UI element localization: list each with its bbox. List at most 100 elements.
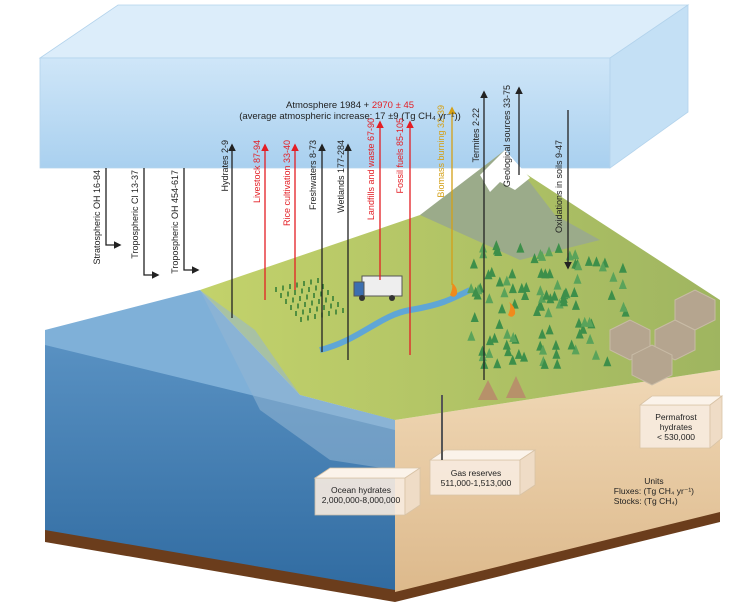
tree-icon	[540, 358, 549, 369]
tree-icon	[570, 286, 579, 297]
flux-label: Oxidations in soils 9-47	[554, 140, 564, 233]
atmosphere-increase-value: 2970 ± 45	[371, 100, 415, 111]
tree-icon	[478, 351, 487, 362]
units-stocks: Stocks: (Tg CH₄)	[613, 496, 678, 506]
tree-icon	[552, 348, 561, 359]
permafrost-line2: hydrates	[659, 422, 693, 432]
tree-icon	[504, 346, 513, 357]
tree-icon	[571, 299, 580, 310]
flux-label: Stratospheric OH 16-84	[92, 170, 102, 265]
tree-icon	[536, 299, 545, 310]
flux-label: Termites 2-22	[471, 108, 481, 163]
tree-icon	[544, 307, 553, 318]
tree-icon	[551, 339, 560, 350]
atmosphere-line2: (average atmospheric increase: 17 ±9 (Tg…	[239, 111, 461, 122]
flux-label: Tropospheric Cl 13-37	[130, 170, 140, 259]
tree-icon	[486, 335, 495, 346]
tree-icon	[571, 344, 580, 355]
flux-label: Livestock 87-94	[252, 140, 262, 203]
tree-icon	[469, 258, 478, 269]
tree-icon	[580, 316, 589, 327]
ocean-hydrates-label: Ocean hydrates 2,000,000-8,000,000	[318, 485, 404, 505]
tree-icon	[567, 339, 576, 350]
tree-icon	[607, 289, 616, 300]
tree-icon	[609, 271, 618, 282]
gas-reserves-value: 511,000-1,513,000	[440, 478, 512, 488]
tree-icon	[603, 356, 612, 367]
fire-icon	[450, 282, 516, 317]
tree-icon	[470, 312, 479, 323]
flux-label: Hydrates 2-9	[220, 140, 230, 192]
tree-icon	[508, 283, 517, 294]
tree-icon	[485, 347, 494, 358]
flux-label: Landfills and waste 67-90	[366, 118, 376, 220]
truck-icon	[353, 275, 403, 301]
tree-icon	[579, 323, 588, 334]
atmosphere-line1-prefix: Atmosphere 1984 +	[285, 100, 372, 111]
atmosphere-title: Atmosphere 1984 + 2970 ± 45 (average atm…	[180, 100, 520, 122]
flux-label: Tropospheric OH 454-617	[170, 170, 180, 274]
tree-icon	[479, 242, 488, 253]
tree-icon	[586, 333, 595, 344]
ocean-hydrates-box	[313, 467, 422, 516]
atmosphere-box	[38, 4, 690, 169]
tree-icon	[490, 332, 499, 343]
tree-icon	[520, 351, 529, 362]
gas-reserves-title: Gas reserves	[450, 468, 502, 478]
tree-icon	[516, 242, 525, 253]
tree-icon	[598, 261, 607, 272]
gas-reserves-label: Gas reserves 511,000-1,513,000	[432, 468, 520, 488]
forest	[275, 240, 630, 369]
tree-icon	[514, 348, 523, 359]
flux-label: Rice cultivation 33-40	[282, 140, 292, 226]
tree-icon	[591, 349, 600, 360]
tree-icon	[495, 318, 504, 329]
units-fluxes: Fluxes: (Tg CH₄ yr⁻¹)	[613, 486, 694, 496]
tree-icon	[559, 296, 568, 307]
tree-icon	[471, 286, 480, 297]
permafrost-line1: Permafrost	[655, 412, 697, 422]
flux-label: Geological sources 33-75	[502, 85, 512, 187]
tree-icon	[492, 240, 501, 251]
tree-icon	[545, 324, 554, 335]
units-legend: Units Fluxes: (Tg CH₄ yr⁻¹) Stocks: (Tg …	[614, 476, 694, 506]
tree-icon	[509, 331, 518, 342]
tree-icon	[573, 273, 582, 284]
tree-icon	[517, 282, 526, 293]
tree-icon	[467, 283, 476, 294]
flux-label: Wetlands 177-284	[336, 140, 346, 213]
tree-icon	[538, 328, 547, 339]
tree-icon	[553, 279, 562, 290]
flux-arrows	[105, 86, 572, 380]
tree-icon	[571, 249, 580, 260]
tree-icon	[541, 268, 550, 279]
tree-icon	[533, 306, 542, 317]
tree-icon	[618, 262, 627, 273]
permafrost-hydrates-value: < 530,000	[656, 432, 696, 442]
flux-label: Fossil fuels 85-105	[395, 118, 405, 194]
tree-icon	[493, 358, 502, 369]
termite-mound-icon	[478, 376, 526, 400]
tree-icon	[502, 339, 511, 350]
tree-icon	[502, 275, 511, 286]
tree-icon	[539, 344, 548, 355]
tree-icon	[618, 278, 627, 289]
ocean-hydrates-value: 2,000,000-8,000,000	[321, 495, 401, 505]
tree-icon	[619, 301, 628, 312]
tree-icon	[546, 293, 555, 304]
flux-arrow	[143, 168, 160, 279]
tree-icon	[542, 289, 551, 300]
tree-icon	[498, 303, 507, 314]
tree-icon	[530, 253, 539, 264]
tree-icon	[495, 276, 504, 287]
tree-icon	[538, 292, 547, 303]
tree-icon	[592, 256, 601, 267]
flux-label: Biomass burning 32-39	[436, 105, 446, 198]
tree-icon	[503, 328, 512, 339]
units-title: Units	[644, 476, 664, 486]
tree-icon	[574, 260, 583, 271]
permafrost-hydrates-box	[638, 395, 724, 449]
permafrost-hydrates-label: Permafrost hydrates < 530,000	[642, 412, 710, 442]
tree-icon	[536, 285, 545, 296]
